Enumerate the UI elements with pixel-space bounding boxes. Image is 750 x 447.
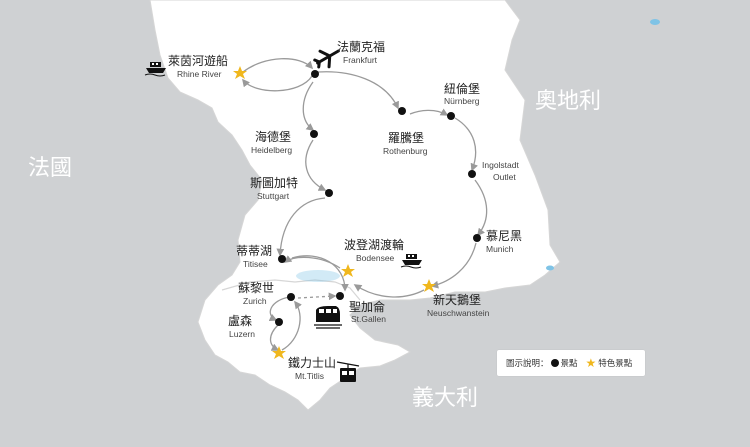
label-zurich-zh: 蘇黎世 [238, 281, 274, 295]
country-label-italy: 義大利 [412, 386, 478, 411]
route-lines [242, 58, 488, 351]
label-nurnberg-en: Nürnberg [444, 96, 480, 106]
airplane-icon [313, 49, 340, 69]
ship-icon [400, 254, 422, 269]
label-frankfurt-en: Frankfurt [343, 55, 378, 65]
label-munich-zh: 慕尼黑 [486, 229, 522, 243]
label-neuschwanstein-zh: 新天鵝堡 [433, 292, 481, 307]
label-heidelberg-en: Heidelberg [251, 145, 292, 155]
label-stuttgart-zh: 斯圖加特 [250, 175, 298, 190]
spot-markers [275, 70, 481, 326]
label-neuschwanstein-en: Neuschwanstein [427, 308, 490, 318]
legend-feature-label: 特色景點 [598, 359, 633, 369]
marker-titisee [278, 255, 286, 263]
marker-stgallen [336, 292, 344, 300]
label-bodensee-en: Bodensee [356, 253, 395, 263]
marker-frankfurt [311, 70, 319, 78]
marker-nurnberg [447, 112, 455, 120]
map-legend: 圖示說明： 景點 ★ 特色景點 [497, 350, 645, 376]
label-titisee-en: Titisee [243, 259, 268, 269]
label-luzern-en: Luzern [229, 329, 255, 339]
label-bodensee-zh: 波登湖渡輪 [344, 237, 404, 252]
lake-east [546, 265, 554, 271]
label-rothenburg-zh: 羅騰堡 [388, 130, 424, 145]
label-nurnberg-zh: 紐倫堡 [444, 81, 480, 96]
country-label-france: 法國 [28, 156, 72, 181]
label-heidelberg-zh: 海德堡 [255, 129, 291, 144]
legend-title: 圖示說明： [506, 359, 549, 369]
label-rhine-en: Rhine River [177, 69, 222, 79]
marker-rothenburg [398, 107, 406, 115]
marker-zurich [287, 293, 295, 301]
country-label-austria: 奧地利 [535, 89, 601, 114]
bodensee-lake [296, 270, 340, 282]
label-rothenburg-en: Rothenburg [383, 146, 428, 156]
label-stgallen-en: St.Gallen [351, 314, 386, 324]
star-rhine [233, 66, 247, 79]
label-stgallen-zh: 聖加侖 [349, 299, 385, 314]
label-zurich-en: Zurich [243, 296, 267, 306]
marker-munich [473, 234, 481, 242]
train-icon [314, 306, 342, 329]
label-titlis-zh: 鐵力士山 [288, 355, 336, 370]
marker-heidelberg [310, 130, 318, 138]
label-ingolstadt-line1: Ingolstadt [482, 160, 519, 170]
star-titlis [272, 346, 286, 359]
ship-icon [144, 62, 166, 77]
star-icon: ★ [585, 356, 597, 370]
label-munich-en: Munich [486, 244, 514, 254]
lake-north-east [650, 19, 660, 25]
label-titisee-zh: 蒂蒂湖 [236, 243, 272, 258]
legend-spot-label: 景點 [560, 359, 578, 369]
marker-luzern [275, 318, 283, 326]
star-bodensee [341, 264, 355, 277]
marker-stuttgart [325, 189, 333, 197]
label-stuttgart-en: Stuttgart [257, 191, 290, 201]
star-neuschwanstein [422, 279, 436, 292]
cable-car-icon [336, 361, 360, 382]
route-region [149, 0, 561, 411]
marker-ingolstadt [468, 170, 476, 178]
label-titlis-en: Mt.Titlis [295, 371, 324, 381]
label-ingolstadt-line2: Outlet [493, 172, 516, 182]
label-luzern-zh: 盧森 [228, 313, 252, 328]
dot-icon [550, 359, 559, 367]
feature-markers [233, 66, 436, 359]
country-label-germany: 德國 [405, 33, 449, 58]
label-frankfurt-zh: 法蘭克福 [337, 39, 385, 54]
label-rhine-zh: 萊茵河遊船 [168, 53, 228, 68]
